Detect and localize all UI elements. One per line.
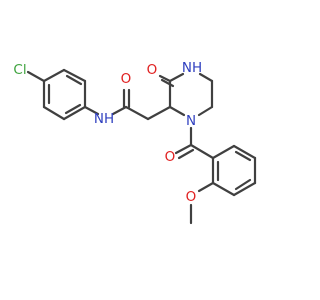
bond	[42, 105, 66, 121]
lactam-oxygen-label: O	[147, 62, 158, 78]
molecule-structure: Cl NH O O NH N O O	[13, 60, 257, 225]
bond	[189, 143, 215, 160]
bonds	[26, 68, 257, 225]
benzoyl-oxygen-label: O	[165, 149, 176, 165]
bond	[62, 105, 87, 121]
bond	[83, 105, 100, 116]
bond	[232, 181, 257, 197]
bond	[111, 105, 128, 116]
amide-oxygen-label: O	[121, 71, 132, 87]
bond	[197, 105, 214, 117]
amide-nh-label: NH	[94, 111, 114, 127]
ring-nh-label: NH	[182, 60, 202, 76]
bond	[65, 74, 83, 86]
bond	[211, 181, 236, 197]
bond	[197, 181, 215, 193]
bond	[234, 178, 252, 191]
bond	[26, 70, 46, 83]
bond	[42, 68, 66, 83]
bond	[124, 105, 150, 121]
bond	[211, 144, 236, 160]
bond	[160, 78, 175, 88]
bond	[174, 143, 193, 155]
ring-nitrogen-label: N	[186, 113, 196, 129]
bond	[234, 150, 252, 162]
bond	[198, 72, 214, 83]
bond	[146, 105, 172, 121]
bond	[64, 103, 82, 115]
bond	[62, 68, 87, 83]
bond	[232, 144, 257, 160]
chlorine-label: Cl	[13, 62, 26, 78]
bond	[158, 74, 172, 83]
bond	[177, 148, 195, 160]
bond	[168, 72, 185, 83]
methoxy-oxygen-label: O	[186, 189, 197, 205]
bond	[168, 105, 186, 117]
atom-labels: Cl NH O O NH N O O	[13, 60, 202, 205]
